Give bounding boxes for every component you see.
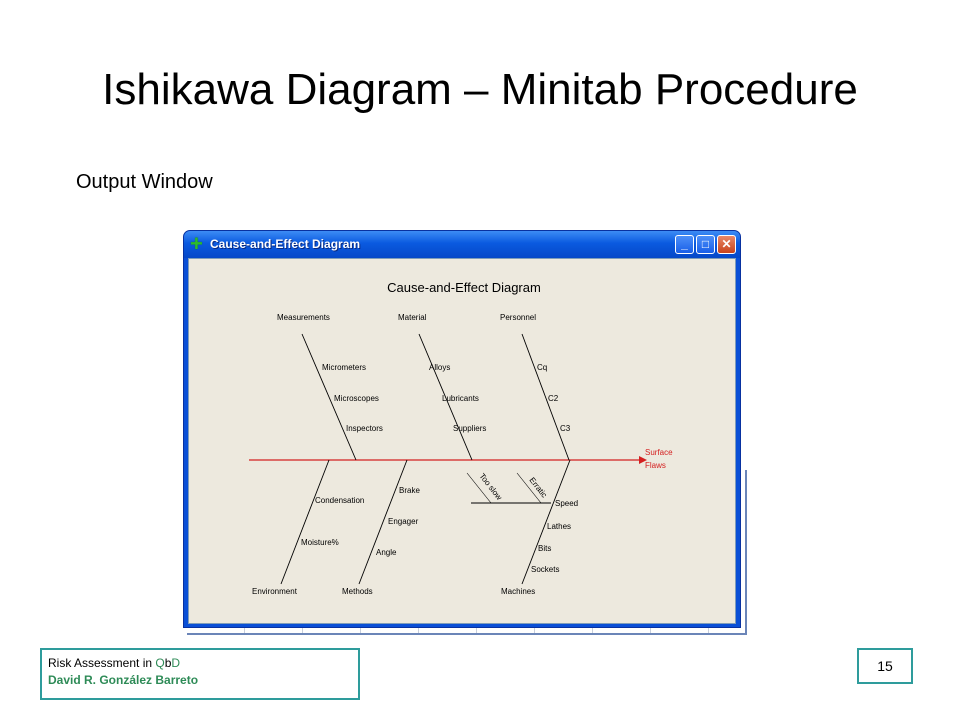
category-measurements: Measurements (277, 313, 330, 322)
sub-branch-erratic (516, 472, 542, 504)
footer-course-box: Risk Assessment in QbD David R. González… (40, 648, 360, 700)
bone-personnel (521, 333, 570, 461)
cause-lathes: Lathes (547, 522, 571, 531)
maximize-button[interactable]: □ (696, 235, 715, 254)
cause-lubricants: Lubricants (442, 394, 479, 403)
effect-label-line2: Flaws (645, 461, 666, 470)
plus-icon: + (190, 231, 203, 256)
spine-arrowhead (639, 456, 647, 464)
footer-course: Risk Assessment in QbD (48, 655, 352, 672)
category-material: Material (398, 313, 427, 322)
category-methods: Methods (342, 587, 373, 596)
close-button[interactable]: ✕ (717, 235, 736, 254)
course-qbd-q: Q (155, 656, 165, 670)
course-qbd-d: D (171, 656, 181, 670)
cause-c2: C2 (548, 394, 559, 403)
cause-inspectors: Inspectors (346, 424, 383, 433)
diagram-area: Cause-and-Effect Diagram Surface Flaws M… (188, 258, 736, 624)
course-qbd-b: b (164, 656, 172, 670)
footer-author: David R. González Barreto (48, 673, 199, 687)
cause-brake: Brake (399, 486, 420, 495)
cause-condensation: Condensation (315, 496, 364, 505)
cause-engager: Engager (388, 517, 419, 526)
course-prefix: Risk Assessment in (48, 656, 156, 670)
cause-micrometers: Micrometers (322, 363, 366, 372)
window-title: Cause-and-Effect Diagram (210, 237, 361, 251)
category-environment: Environment (252, 587, 298, 596)
cause-microscopes: Microscopes (334, 394, 379, 403)
subcause-too-slow: Too slow (477, 472, 503, 502)
cause-suppliers: Suppliers (453, 424, 486, 433)
cause-alloys: Alloys (429, 363, 450, 372)
slide-subtitle: Output Window (76, 171, 213, 193)
window-titlebar[interactable]: + Cause-and-Effect Diagram _ □ ✕ (184, 231, 740, 258)
page-number: 15 (857, 648, 913, 684)
bone-environment (280, 459, 330, 585)
cause-moisture: Moisture% (301, 538, 339, 547)
category-machines: Machines (501, 587, 535, 596)
subcause-erratic: Erratic (527, 476, 548, 500)
cause-effect-window[interactable]: + Cause-and-Effect Diagram _ □ ✕ Cause-a… (183, 230, 741, 628)
sub-branch-too-slow (466, 472, 492, 504)
cause-bits: Bits (538, 544, 551, 553)
bone-methods (358, 459, 408, 585)
bone-measurements (301, 333, 357, 461)
bone-machines (521, 459, 571, 585)
ishikawa-diagram: Cause-and-Effect Diagram Surface Flaws M… (249, 280, 673, 596)
diagram-title: Cause-and-Effect Diagram (387, 280, 541, 295)
category-personnel: Personnel (500, 313, 536, 322)
cause-speed: Speed (555, 499, 578, 508)
bone-material (418, 333, 473, 461)
cause-c3: C3 (560, 424, 571, 433)
effect-label-line1: Surface (645, 448, 673, 457)
cause-cq: Cq (537, 363, 547, 372)
slide-title: Ishikawa Diagram – Minitab Procedure (102, 65, 858, 114)
minimize-button[interactable]: _ (675, 235, 694, 254)
cause-angle: Angle (376, 548, 397, 557)
cause-sockets: Sockets (531, 565, 559, 574)
